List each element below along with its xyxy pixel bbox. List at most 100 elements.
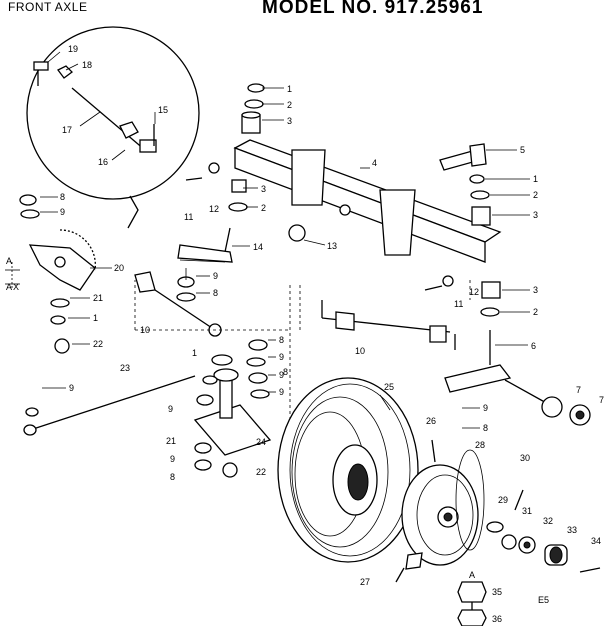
callout-label: 12 xyxy=(469,287,479,297)
clevis-icon xyxy=(139,139,157,153)
callout-label: 3 xyxy=(533,285,538,295)
inset-pointer xyxy=(127,195,139,229)
callout-label: 3 xyxy=(287,116,292,126)
callout-label: 30 xyxy=(520,453,530,463)
callout-label: 21 xyxy=(93,293,103,303)
section-label: X xyxy=(13,282,19,292)
hub-hardware xyxy=(395,439,601,583)
section-mark xyxy=(5,262,20,290)
nut-icon xyxy=(247,83,265,93)
callout-label: 9 xyxy=(168,404,173,414)
callout-label: 10 xyxy=(355,346,365,356)
callout-label: 2 xyxy=(261,203,266,213)
tie-rod-detail-inset xyxy=(26,26,200,229)
callout-label: 21 xyxy=(166,436,176,446)
callout-label: 9 xyxy=(60,207,65,217)
callout-label: 13 xyxy=(327,241,337,251)
callout-label: 1 xyxy=(93,313,98,323)
callout-label: 24 xyxy=(256,437,266,447)
model-title: MODEL NO. 917.25961 xyxy=(262,0,484,18)
callout-label: 2 xyxy=(287,100,292,110)
callout-label: 35 xyxy=(492,587,502,597)
pivot-bolt xyxy=(439,143,487,171)
king-pin-parts-right xyxy=(424,174,501,317)
callout-label: 31 xyxy=(522,506,532,516)
axle-bracket-right xyxy=(379,189,416,256)
callout-label: 2 xyxy=(533,190,538,200)
hex-bolt-and-nut xyxy=(457,581,487,626)
callout-label: 9 xyxy=(279,370,284,380)
section-title: FRONT AXLE xyxy=(8,0,88,14)
callout-label: 26 xyxy=(426,416,436,426)
callout-leaders xyxy=(40,87,530,429)
callout-label: 25 xyxy=(384,382,394,392)
callout-label: 17 xyxy=(62,125,72,135)
callout-label: 6 xyxy=(531,341,536,351)
callout-label: 20 xyxy=(114,263,124,273)
callout-label: 9 xyxy=(69,383,74,393)
callout-label: 22 xyxy=(93,339,103,349)
callout-label: 19 xyxy=(68,44,78,54)
grease-fitting-icon xyxy=(208,162,220,174)
sector-gear xyxy=(28,229,97,291)
ball-joint-icon xyxy=(33,61,49,71)
callout-label: 5 xyxy=(520,145,525,155)
tie-rod-right xyxy=(321,300,456,350)
callout-label: 8 xyxy=(213,288,218,298)
spindle-left xyxy=(177,227,233,263)
king-pin-parts-left xyxy=(185,83,265,212)
callout-label: 27 xyxy=(360,577,370,587)
callout-label: 14 xyxy=(253,242,263,252)
callout-label: 32 xyxy=(543,516,553,526)
callout-label: 9 xyxy=(170,454,175,464)
section-label: A xyxy=(6,282,12,292)
washer-icon xyxy=(228,202,248,212)
steering-shaft xyxy=(23,375,196,436)
callout-label: 10 xyxy=(140,325,150,335)
callout-label: 22 xyxy=(256,467,266,477)
callout-label: E5 xyxy=(538,595,549,605)
callout-label: 8 xyxy=(279,335,284,345)
callout-label: 34 xyxy=(591,536,601,546)
tie-rod-icon xyxy=(71,87,146,151)
bushing-icon xyxy=(231,179,247,193)
callout-label: 28 xyxy=(475,440,485,450)
dashed-leaders xyxy=(134,280,471,420)
callout-label: 8 xyxy=(170,472,175,482)
front-axle-beam xyxy=(233,139,502,263)
washer-icon xyxy=(244,99,264,109)
section-label: A xyxy=(6,256,12,266)
callout-label: 1 xyxy=(192,348,197,358)
callout-label: 4 xyxy=(372,158,377,168)
callout-label: 15 xyxy=(158,105,168,115)
wheel-rim xyxy=(401,449,485,566)
callout-label: 7 xyxy=(599,395,604,405)
tire xyxy=(277,377,419,563)
callout-label: 11 xyxy=(184,212,193,222)
callout-label: A xyxy=(469,570,475,580)
callout-label: 8 xyxy=(483,423,488,433)
callout-label: 36 xyxy=(492,614,502,624)
callout-label: 2 xyxy=(533,307,538,317)
callout-label: 9 xyxy=(279,387,284,397)
callout-label: 9 xyxy=(279,352,284,362)
callout-label: 3 xyxy=(533,210,538,220)
callout-label: 16 xyxy=(98,157,108,167)
callout-label: 33 xyxy=(567,525,577,535)
left-hardware-stack xyxy=(19,194,70,354)
callout-label: 1 xyxy=(533,174,538,184)
nut-icon xyxy=(288,224,306,242)
callout-label: 1 xyxy=(287,84,292,94)
callout-label: 8 xyxy=(60,192,65,202)
callout-label: 9 xyxy=(213,271,218,281)
callout-label: 12 xyxy=(209,204,219,214)
callout-label: 3 xyxy=(261,184,266,194)
callout-label: 23 xyxy=(120,363,130,373)
callout-label: 9 xyxy=(483,403,488,413)
callout-label: 11 xyxy=(454,299,463,309)
callout-label: 7 xyxy=(576,385,581,395)
callout-label: 29 xyxy=(498,495,508,505)
pivot-plate-assembly xyxy=(176,268,272,478)
